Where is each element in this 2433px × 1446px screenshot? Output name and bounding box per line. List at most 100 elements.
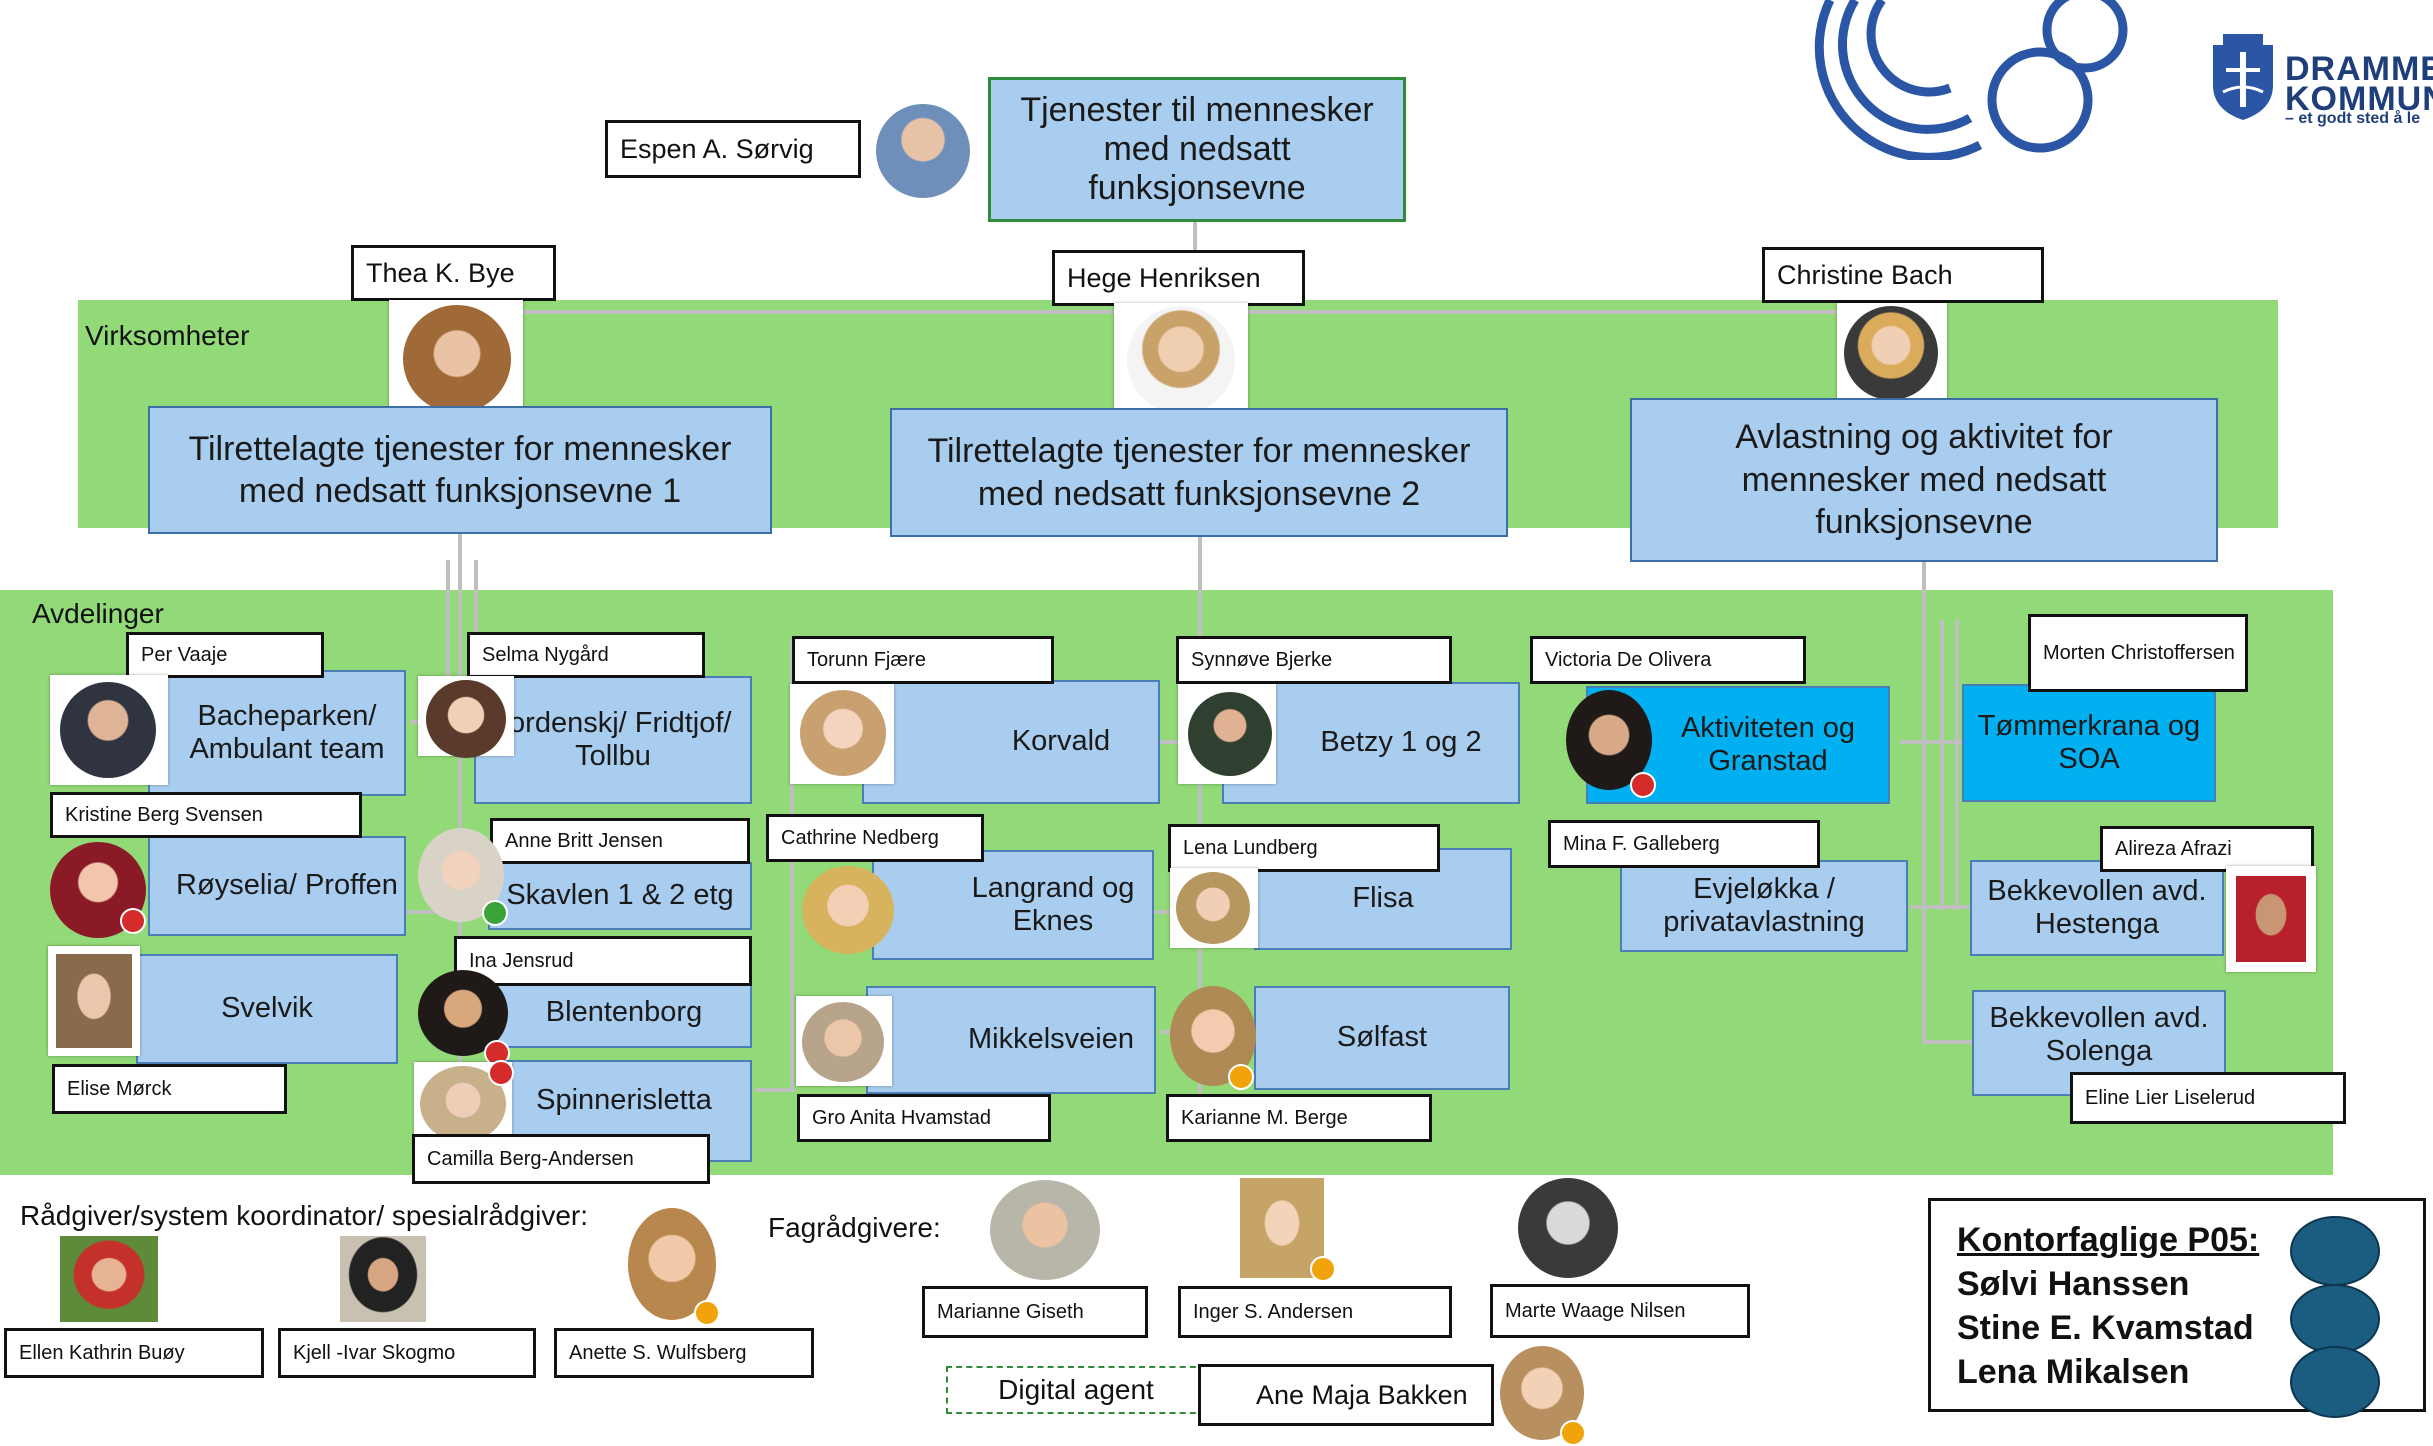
fagraadgiver-1-name: Marianne Giseth bbox=[922, 1286, 1148, 1338]
avdeling-mikkelsveien-leader-photo bbox=[802, 1002, 884, 1082]
kontorfaglige-person-3: Lena Mikalsen bbox=[1957, 1353, 2190, 1391]
avdeling-solfast-title: Sølfast bbox=[1336, 1021, 1428, 1054]
connector-line bbox=[755, 1088, 795, 1092]
avdelinger-label: Avdelinger bbox=[32, 598, 164, 629]
avdeling-tordenskj-title: Tordenskj/ Fridtjof/ Tollbu bbox=[494, 706, 732, 772]
avdeling-bacheparken-leader: Per Vaaje bbox=[126, 632, 324, 678]
avdeling-tordenskj-leader-photo bbox=[426, 680, 506, 758]
kontorfaglige-title: Kontorfaglige P05: bbox=[1957, 1221, 2260, 1259]
virksomhet-1-title: Tilrettelagte tjenester for mennesker me… bbox=[188, 429, 732, 511]
avdeling-spinnerisletta-leader: Camilla Berg-Andersen bbox=[412, 1134, 710, 1184]
logo-tagline: – et godt sted å le bbox=[2285, 110, 2421, 127]
top-leader-name: Espen A. Sørvig bbox=[605, 120, 861, 178]
raadgiver-1-name: Ellen Kathrin Buøy bbox=[4, 1328, 264, 1378]
coat-of-arms-icon bbox=[2213, 34, 2273, 120]
connector-line bbox=[1955, 620, 1959, 910]
avdeling-korvald-leader: Torunn Fjære bbox=[792, 636, 1054, 684]
status-away-icon bbox=[1310, 1256, 1336, 1282]
avdeling-mikkelsveien-leader: Gro Anita Hvamstad bbox=[797, 1094, 1051, 1142]
avdeling-betzy-leader-photo bbox=[1188, 692, 1272, 776]
avdeling-flisa-title: Flisa bbox=[1352, 882, 1414, 915]
avdeling-betzy-leader: Synnøve Bjerke bbox=[1176, 636, 1452, 684]
status-busy-icon bbox=[1630, 772, 1656, 798]
avdeling-tommerkrana-title: Tømmerkrana og SOA bbox=[1977, 709, 2201, 775]
avdeling-langrand-leader-photo bbox=[802, 866, 894, 954]
status-away-icon bbox=[1228, 1064, 1254, 1090]
fagraadgiver-3-name: Marte Waage Nilsen bbox=[1490, 1284, 1750, 1338]
avdeling-evjelokka-leader: Mina F. Galleberg bbox=[1548, 820, 1820, 868]
kontorfaglige-box: Kontorfaglige P05: Sølvi Hanssen Stine E… bbox=[1928, 1198, 2426, 1412]
avdeling-korvald-box: Korvald bbox=[862, 680, 1160, 804]
decorative-circles bbox=[1814, 0, 2128, 160]
virksomhet-2-title: Tilrettelagte tjenester for mennesker me… bbox=[927, 432, 1471, 513]
status-available-icon bbox=[482, 900, 508, 926]
logo-line2: KOMMUN bbox=[2285, 80, 2433, 118]
avdeling-langrand-title: Langrand og Eknes bbox=[971, 871, 1135, 937]
avdeling-solenga-leader: Eline Lier Liselerud bbox=[2070, 1072, 2346, 1124]
avdeling-mikkelsveien-title: Mikkelsveien bbox=[968, 1023, 1134, 1056]
avdeling-bacheparken-leader-photo bbox=[60, 682, 156, 778]
virksomhet-1-leader-photo bbox=[403, 305, 511, 413]
status-away-icon bbox=[1560, 1420, 1586, 1446]
avdeling-flisa-leader: Lena Lundberg bbox=[1168, 824, 1440, 872]
avdeling-aktiviteten-title: Aktiviteten og Granstad bbox=[1680, 711, 1856, 777]
avdeling-evjelokka-box: Evjeløkka / privatavlastning bbox=[1620, 860, 1908, 952]
status-busy-icon bbox=[488, 1060, 514, 1086]
connector-line bbox=[1198, 535, 1202, 1095]
avdeling-svelvik-leader-photo bbox=[56, 954, 132, 1048]
avdeling-royselia-title: Røyselia/ Proffen bbox=[176, 869, 398, 902]
virksomhet-3-leader-photo bbox=[1844, 306, 1938, 400]
avdeling-solfast-box: Sølfast bbox=[1254, 986, 1510, 1090]
connector-line bbox=[1910, 905, 1970, 909]
avdeling-tordenskj-box: Tordenskj/ Fridtjof/ Tollbu bbox=[474, 676, 752, 804]
fagraadgiver-3-photo bbox=[1518, 1178, 1618, 1278]
connector-line bbox=[474, 560, 478, 660]
connector-line bbox=[1940, 620, 1944, 910]
avdeling-tordenskj-leader: Selma Nygård bbox=[467, 632, 705, 678]
virksomhet-2-box: Tilrettelagte tjenester for mennesker me… bbox=[890, 408, 1508, 537]
kontorfaglige-person-1: Sølvi Hanssen bbox=[1957, 1265, 2190, 1303]
connector-line bbox=[1922, 1040, 1972, 1044]
digital-agent-person: Ane Maja Bakken bbox=[1198, 1364, 1494, 1426]
avatar bbox=[2290, 1216, 2380, 1286]
avdeling-flisa-leader-photo bbox=[1176, 872, 1250, 944]
avdeling-skavlen-leader: Anne Britt Jensen bbox=[490, 818, 750, 864]
digital-agent-box: Digital agent bbox=[946, 1366, 1206, 1414]
avdeling-hestenga-leader-photo bbox=[2236, 876, 2306, 962]
fagraadgiver-2-name: Inger S. Andersen bbox=[1178, 1286, 1452, 1338]
avdeling-solenga-box: Bekkevollen avd. Solenga bbox=[1972, 990, 2226, 1096]
avdeling-royselia-leader: Kristine Berg Svensen bbox=[50, 792, 362, 838]
virksomhet-3-leader: Christine Bach bbox=[1762, 247, 2044, 303]
avdeling-solenga-title: Bekkevollen avd. Solenga bbox=[1989, 1001, 2209, 1067]
avdeling-svelvik-box: Svelvik bbox=[136, 954, 398, 1064]
top-unit-box: Tjenester til mennesker med nedsatt funk… bbox=[988, 77, 1406, 222]
avdeling-mikkelsveien-box: Mikkelsveien bbox=[866, 986, 1156, 1094]
avdeling-solfast-leader: Karianne M. Berge bbox=[1166, 1094, 1432, 1142]
virksomhet-1-box: Tilrettelagte tjenester for mennesker me… bbox=[148, 406, 772, 534]
connector-line bbox=[1922, 562, 1926, 1042]
top-leader-photo bbox=[876, 104, 970, 198]
avdeling-skavlen-title: Skavlen 1 & 2 etg bbox=[506, 879, 734, 912]
fagraadgivere-label: Fagrådgivere: bbox=[768, 1212, 941, 1243]
connector-line bbox=[400, 910, 460, 914]
avdeling-blentenborg-title: Blentenborg bbox=[545, 996, 703, 1029]
avdeling-blentenborg-leader: Ina Jensrud bbox=[454, 936, 752, 986]
avdeling-hestenga-title: Bekkevollen avd. Hestenga bbox=[1987, 874, 2207, 940]
virksomhet-3-box: Avlastning og aktivitet for mennesker me… bbox=[1630, 398, 2218, 562]
avdeling-spinnerisletta-title: Spinnerisletta bbox=[536, 1084, 712, 1117]
avdeling-korvald-title: Korvald bbox=[1011, 725, 1111, 758]
virksomhet-2-leader: Hege Henriksen bbox=[1052, 250, 1305, 306]
logo-line1: DRAMME bbox=[2285, 50, 2433, 88]
raadgiver-label: Rådgiver/system koordinator/ spesialrådg… bbox=[20, 1200, 589, 1231]
avatar bbox=[2290, 1346, 2380, 1418]
avatar bbox=[2290, 1284, 2380, 1354]
avdeling-tommerkrana-leader: Morten Christoffersen bbox=[2028, 614, 2248, 692]
kontorfaglige-person-2: Stine E. Kvamstad bbox=[1957, 1309, 2254, 1347]
avdeling-hestenga-box: Bekkevollen avd. Hestenga bbox=[1970, 860, 2224, 956]
avdeling-langrand-box: Langrand og Eknes bbox=[872, 850, 1154, 960]
avdeling-korvald-leader-photo bbox=[800, 690, 886, 776]
raadgiver-1-photo bbox=[60, 1236, 158, 1322]
avdeling-langrand-leader: Cathrine Nedberg bbox=[766, 814, 984, 862]
digital-agent-label: Digital agent bbox=[998, 1374, 1154, 1405]
avdeling-bacheparken-box: Bacheparken/ Ambulant team bbox=[148, 670, 406, 796]
